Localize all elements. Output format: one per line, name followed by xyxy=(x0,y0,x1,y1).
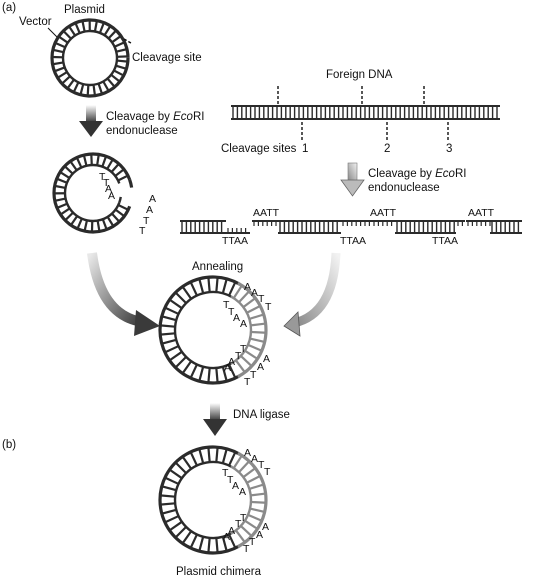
svg-text:A: A xyxy=(251,287,258,299)
vector-label: Vector xyxy=(19,16,52,28)
svg-text:A: A xyxy=(223,531,230,543)
foreign-fragments xyxy=(180,220,522,234)
svg-text:A: A xyxy=(257,361,264,373)
svg-text:A: A xyxy=(232,480,239,492)
annealing-arrowhead-right xyxy=(283,311,301,337)
annealed-sticky-ends: A A T T T T A A T T A A A A T T xyxy=(223,281,272,388)
svg-text:T: T xyxy=(240,343,247,355)
ligase-arrow xyxy=(203,403,227,436)
dna-ligase-label: DNA ligase xyxy=(233,409,290,421)
plasmid-ring xyxy=(50,18,130,98)
svg-text:T: T xyxy=(235,350,242,362)
cleavage-site-label: Cleavage site xyxy=(132,52,202,64)
svg-text:T: T xyxy=(143,215,150,227)
annealing-label: Annealing xyxy=(192,261,243,273)
annealing-arrowhead-left xyxy=(134,310,160,336)
fragment-aatt-1: AATT xyxy=(253,207,280,219)
site-2-label: 2 xyxy=(384,143,390,155)
svg-text:A: A xyxy=(149,193,156,205)
svg-text:T: T xyxy=(223,299,230,311)
cleavage-label-right: Cleavage by EcoRI xyxy=(368,168,466,180)
cut-plasmid xyxy=(52,152,134,234)
svg-text:T: T xyxy=(244,376,251,388)
cleavage-arrow-left xyxy=(79,105,103,137)
svg-text:A: A xyxy=(233,312,240,324)
svg-text:A: A xyxy=(251,453,258,465)
fragment-ttaa-1: TTAA xyxy=(222,235,248,247)
svg-text:T: T xyxy=(250,369,257,381)
annealing-arrow-right xyxy=(292,252,341,328)
chimera-plasmid xyxy=(158,445,268,555)
cleavage-label-left-2: endonuclease xyxy=(106,125,178,137)
svg-text:A: A xyxy=(146,204,153,216)
cut-plasmid-sticky-ends: T T A A A A T T xyxy=(99,171,156,237)
svg-text:A: A xyxy=(228,525,235,537)
svg-text:T: T xyxy=(264,466,271,478)
svg-text:T: T xyxy=(103,177,110,189)
svg-text:A: A xyxy=(108,190,115,202)
foreign-dna-strand xyxy=(231,105,500,120)
annealing-arrow-left xyxy=(87,252,144,327)
svg-text:T: T xyxy=(222,467,229,479)
svg-text:A: A xyxy=(240,318,247,330)
svg-text:T: T xyxy=(227,474,234,486)
svg-text:T: T xyxy=(228,306,235,318)
svg-text:A: A xyxy=(263,353,270,365)
foreign-cleavage-marks xyxy=(277,86,449,140)
fragment-aatt-3: AATT xyxy=(468,207,495,219)
site-1-label: 1 xyxy=(302,143,308,155)
svg-text:T: T xyxy=(265,301,272,313)
vector-leader xyxy=(47,27,59,39)
foreign-dna-label: Foreign DNA xyxy=(326,69,393,81)
cleavage-label-right-2: endonuclease xyxy=(368,182,440,194)
svg-text:T: T xyxy=(235,518,242,530)
svg-text:A: A xyxy=(224,362,231,374)
svg-text:T: T xyxy=(249,536,256,548)
svg-text:T: T xyxy=(258,459,265,471)
cleavage-site-mark xyxy=(123,38,132,44)
cleavage-arrow-right xyxy=(340,162,365,197)
panel-label-a: (a) xyxy=(2,2,16,14)
svg-text:T: T xyxy=(240,512,247,524)
svg-text:T: T xyxy=(258,293,265,305)
plasmid-label: Plasmid xyxy=(64,4,105,16)
svg-text:T: T xyxy=(243,543,250,555)
svg-text:A: A xyxy=(228,356,235,368)
svg-text:A: A xyxy=(239,486,246,498)
svg-text:A: A xyxy=(262,521,269,533)
cleavage-label-left: Cleavage by EcoRI xyxy=(106,111,204,123)
svg-text:A: A xyxy=(256,529,263,541)
plasmid-chimera-label: Plasmid chimera xyxy=(176,566,262,578)
svg-text:A: A xyxy=(244,447,251,459)
svg-text:T: T xyxy=(99,171,106,183)
fragment-ttaa-2: TTAA xyxy=(340,235,366,247)
svg-text:T: T xyxy=(139,225,146,237)
chimera-sticky-ends: A A T T T T A A T T A A A A T T xyxy=(222,447,271,555)
panel-label-b: (b) xyxy=(2,439,16,451)
svg-text:A: A xyxy=(105,183,112,195)
site-3-label: 3 xyxy=(446,143,452,155)
fragment-aatt-2: AATT xyxy=(370,207,397,219)
cleavage-sites-label: Cleavage sites xyxy=(221,143,297,155)
svg-text:A: A xyxy=(244,281,251,293)
fragment-ttaa-3: TTAA xyxy=(432,235,458,247)
annealed-plasmid xyxy=(158,275,268,385)
